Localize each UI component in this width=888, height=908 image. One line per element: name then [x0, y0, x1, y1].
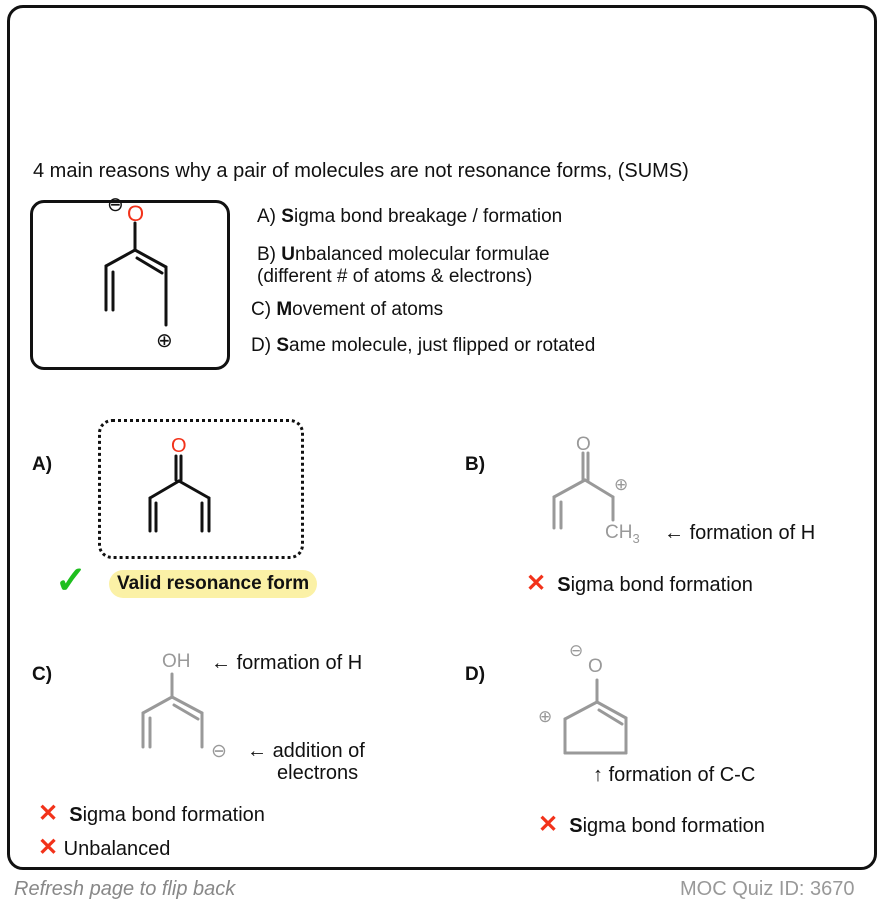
reason-initial: S: [557, 574, 571, 596]
reason-prefix: D): [251, 335, 277, 356]
left-arrow-icon: ←: [664, 522, 684, 544]
reason-initial: S: [569, 815, 583, 837]
reason-prefix: B): [257, 244, 282, 265]
reason-text: igma bond formation: [82, 804, 265, 826]
option-c-label: C): [32, 664, 53, 685]
oxygen-atom: O: [588, 656, 603, 677]
cross-icon: ✕: [526, 570, 547, 597]
option-b-reason: ✕ Sigma bond formation: [526, 569, 753, 598]
methyl-group: CH3: [605, 522, 640, 546]
positive-charge-icon: ⊕: [156, 330, 173, 352]
reason-b-line2: (different # of atoms & electrons): [257, 266, 533, 287]
reason-text: nbalanced molecular formulae: [295, 244, 550, 265]
option-a-selected-box[interactable]: [98, 419, 304, 559]
option-b-label: B): [465, 454, 486, 475]
refresh-hint: Refresh page to flip back: [14, 878, 236, 900]
up-arrow-icon: ↑: [593, 764, 603, 786]
reason-initial: S: [69, 804, 83, 826]
reason-d: D) Same molecule, just flipped or rotate…: [251, 335, 595, 357]
negative-charge-icon: ⊖: [211, 741, 227, 762]
reason-text: Unbalanced: [63, 838, 171, 860]
hydroxyl-group: OH: [162, 651, 191, 672]
cross-icon: ✕: [38, 834, 59, 861]
oxygen-atom: O: [127, 201, 145, 226]
reason-initial: S: [281, 206, 294, 227]
quiz-id: MOC Quiz ID: 3670: [680, 878, 855, 900]
left-arrow-icon: ←: [247, 740, 267, 762]
methyl-text: CH: [605, 522, 633, 543]
question-molecule-box: [30, 200, 230, 370]
option-c-reason-2: ✕ Unbalanced: [38, 833, 170, 862]
methyl-subscript: 3: [632, 530, 640, 546]
left-arrow-icon: ←: [211, 652, 231, 674]
reason-text: ame molecule, just flipped or rotated: [289, 335, 596, 356]
option-a-label: A): [32, 454, 53, 475]
cross-icon: ✕: [38, 800, 59, 827]
positive-charge-icon: ⊕: [538, 707, 553, 726]
reason-text: igma bond breakage / formation: [293, 206, 563, 227]
reason-initial: U: [281, 244, 296, 265]
quiz-card: [7, 5, 877, 870]
reason-prefix: A): [257, 206, 282, 227]
option-d-reason: ✕ Sigma bond formation: [538, 810, 765, 839]
option-b-annotation: ← formation of H: [664, 522, 815, 545]
negative-charge-icon: ⊖: [107, 194, 124, 216]
annotation-text: formation of H: [689, 522, 816, 544]
reason-text: ovement of atoms: [292, 299, 444, 320]
reason-text: igma bond formation: [570, 574, 753, 596]
positive-charge-icon: ⊕: [614, 475, 629, 494]
option-d-label: D): [465, 664, 486, 685]
reason-text: igma bond formation: [582, 815, 765, 837]
option-c-annotation-2-line2: electrons: [277, 762, 359, 784]
reason-c: C) Movement of atoms: [251, 299, 443, 321]
reason-prefix: C): [251, 299, 277, 320]
oxygen-atom: O: [171, 435, 187, 457]
negative-charge-icon: ⊖: [569, 641, 584, 660]
option-c-reason-1: ✕ Sigma bond formation: [38, 799, 265, 828]
annotation-text: formation of C-C: [608, 764, 756, 786]
valid-resonance-badge: Valid resonance form: [109, 570, 318, 598]
cross-icon: ✕: [538, 811, 559, 838]
reason-initial: S: [276, 335, 290, 356]
intro-title: 4 main reasons why a pair of molecules a…: [33, 160, 689, 182]
option-c-annotation-1: ← formation of H: [211, 652, 362, 675]
option-c-annotation-2: ← addition of: [247, 740, 365, 763]
reason-initial: M: [276, 299, 293, 320]
annotation-text: addition of: [272, 740, 365, 762]
annotation-text: formation of H: [236, 652, 363, 674]
reason-b: B) Unbalanced molecular formulae: [257, 244, 550, 266]
option-d-annotation: ↑ formation of C-C: [593, 764, 755, 787]
oxygen-atom: O: [576, 434, 591, 455]
reason-a: A) Sigma bond breakage / formation: [257, 206, 562, 228]
checkmark-icon: ✓: [55, 560, 87, 602]
